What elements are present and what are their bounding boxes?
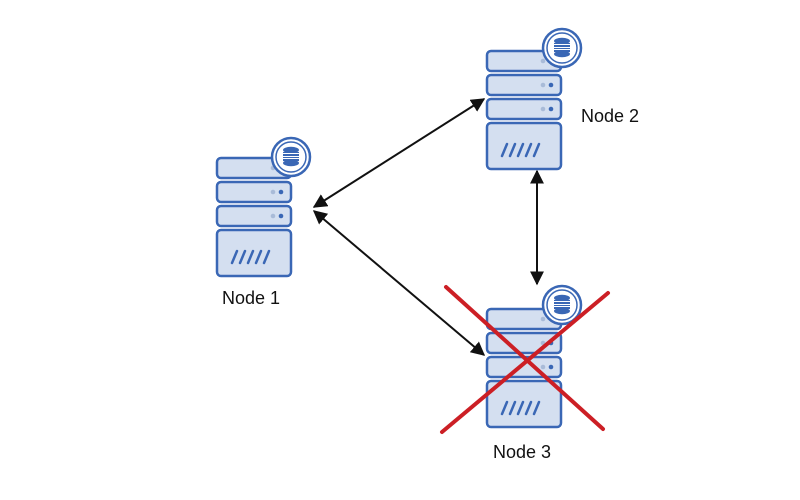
failure-x-icon: [440, 285, 610, 434]
connection-node1-node3: [312, 210, 486, 356]
server-icon: [485, 49, 563, 171]
node-1-label: Node 1: [222, 288, 281, 308]
node-2-label: Node 2: [581, 106, 640, 126]
node-3-label: Node 3: [493, 442, 552, 462]
database-icon: [270, 136, 312, 178]
server-icon: [215, 156, 293, 278]
server-icon: [485, 307, 563, 429]
node-1-server: [215, 136, 312, 278]
database-icon: [541, 27, 583, 69]
node-2-server: [485, 27, 583, 171]
connection-node1-node2: [312, 98, 486, 208]
